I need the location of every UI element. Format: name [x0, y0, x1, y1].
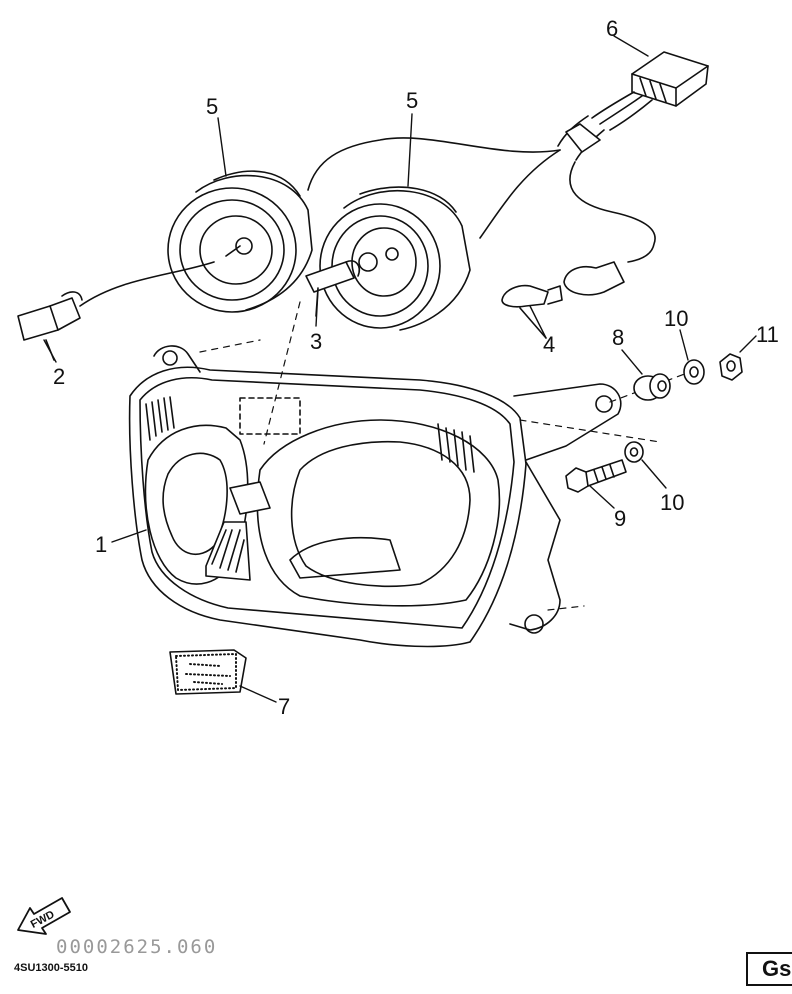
- connector-part-6: [557, 51, 709, 161]
- serial-number: 00002625.060: [56, 936, 218, 958]
- callout-4: 4: [543, 332, 555, 357]
- callout-8: 8: [612, 325, 624, 350]
- leader-lines: [43, 35, 757, 703]
- position-bulb-part-4: [501, 284, 563, 339]
- grommet-part-8: [633, 373, 671, 401]
- callout-3: 3: [310, 329, 322, 354]
- callout-10-upper: 10: [664, 306, 688, 331]
- callout-2: 2: [53, 364, 65, 389]
- callout-7: 7: [278, 694, 290, 719]
- callout-1: 1: [95, 532, 107, 557]
- callout-5-right: 5: [406, 88, 418, 113]
- washer-lower-part-10: [624, 441, 644, 463]
- drawing-code: 4SU1300-5510: [14, 962, 89, 974]
- callout-11: 11: [756, 322, 779, 347]
- wire-harness: [307, 137, 561, 191]
- nut-part-11: [719, 353, 743, 381]
- washer-upper-part-10: [683, 359, 705, 385]
- headlight-assembly-part-1: [128, 345, 622, 648]
- bolt-part-9: [565, 459, 627, 493]
- bulb-housing-right-part-5: [319, 186, 471, 331]
- callout-10-lower: 10: [660, 490, 684, 515]
- assembly-guide-lines: [199, 301, 691, 611]
- corner-tag: Gs: [746, 952, 792, 986]
- bulb-housing-left-part-5: [167, 170, 313, 313]
- callout-6: 6: [606, 16, 618, 41]
- foam-pad-part-7: [169, 649, 247, 695]
- callout-5-left: 5: [206, 94, 218, 119]
- fwd-arrow-icon: [17, 897, 71, 935]
- bulb-part-2: [17, 261, 215, 361]
- callout-9: 9: [614, 506, 626, 531]
